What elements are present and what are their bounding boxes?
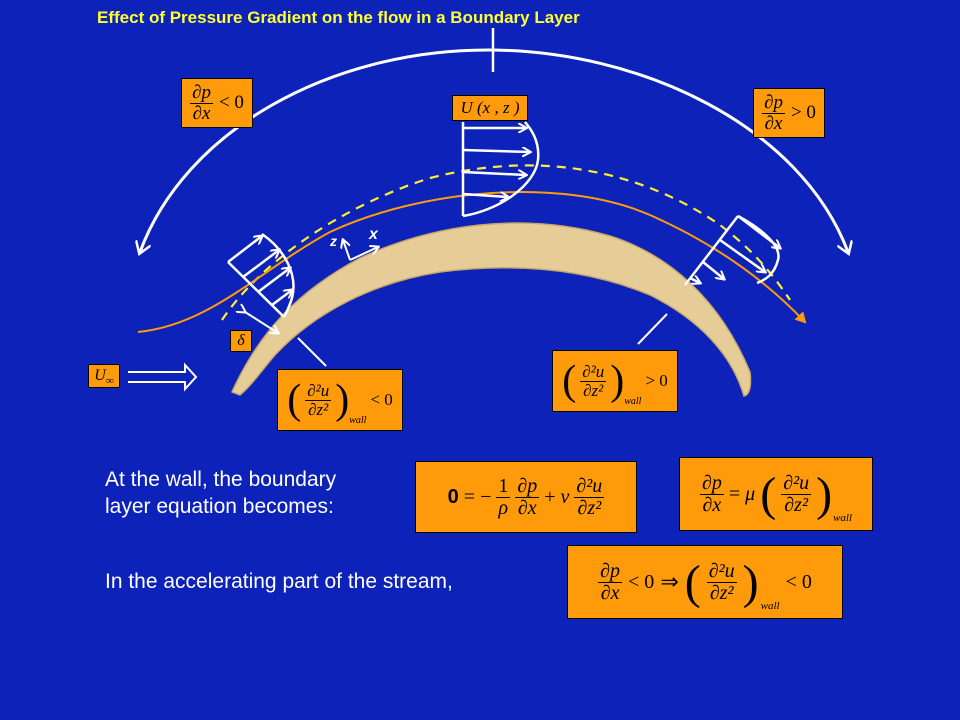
pointer-left — [297, 337, 327, 367]
dpdx-negative-box: ∂p∂x < 0 — [181, 78, 253, 128]
velocity-profile-right — [684, 214, 780, 286]
velocity-profile-label: U (x , z ) — [452, 95, 528, 121]
pressure-region-arc-right — [487, 48, 848, 252]
page-title: Effect of Pressure Gradient on the flow … — [97, 8, 580, 27]
dpdx-positive-box: ∂p∂x > 0 — [753, 88, 825, 138]
curvature-positive-box: ( ∂²u∂z² ) wall > 0 — [552, 350, 678, 412]
curved-wall — [230, 222, 752, 397]
axis-x-label: x — [368, 226, 379, 243]
wall-text-line2: layer equation becomes: — [105, 495, 334, 518]
pointer-right — [637, 313, 668, 345]
curvature-negative-box: ( ∂²u∂z² ) wall < 0 — [277, 369, 403, 431]
wall-equation-text: At the wall, the boundary layer equation… — [105, 466, 336, 520]
axis-z-arrow — [343, 240, 351, 261]
axis-x-arrow — [349, 247, 378, 261]
u-infinity-arrow — [128, 362, 198, 392]
wall-equation-box: ∂p∂x = μ ( ∂²u∂z² ) wall — [679, 457, 873, 531]
accelerating-equation-box: ∂p∂x < 0 ⇒ ( ∂²u∂z² ) wall < 0 — [567, 545, 843, 619]
u-infinity-label: U∞ — [88, 364, 120, 388]
boundary-layer-edge — [221, 164, 791, 321]
delta-label: δ — [230, 330, 252, 352]
wall-text-line1: At the wall, the boundary — [105, 468, 337, 491]
pressure-region-arc — [140, 48, 489, 252]
velocity-profile-top — [461, 121, 540, 218]
delta-arrow — [245, 312, 278, 333]
axis-z-label: z — [329, 233, 337, 249]
accelerating-text: In the accelerating part of the stream, — [105, 570, 453, 593]
